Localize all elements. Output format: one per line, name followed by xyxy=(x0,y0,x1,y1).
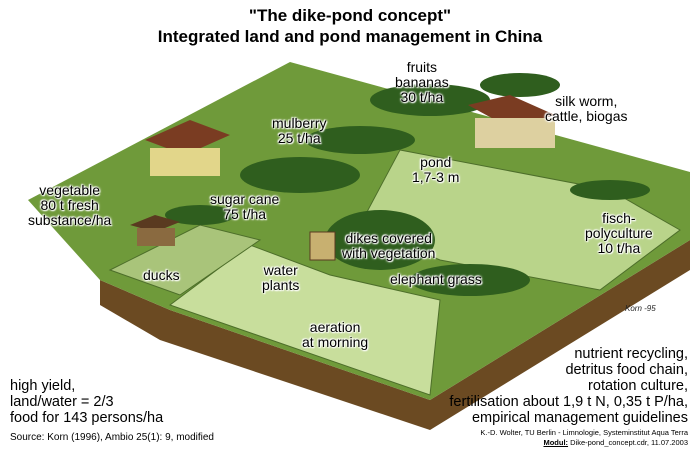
vegetation xyxy=(165,73,650,296)
hut xyxy=(130,215,180,246)
water-pump-hut xyxy=(309,231,336,261)
house-right xyxy=(468,95,555,148)
label-elephant-grass: elephant grass xyxy=(390,271,482,287)
artist-signature: Korn -95 xyxy=(625,304,656,313)
soil-side xyxy=(100,240,690,430)
right-notes: nutrient recycling,detritus food chain,r… xyxy=(449,346,688,426)
credits: K.-D. Wolter, TU Berlin - Limnologie, Sy… xyxy=(480,428,688,447)
title-line-1: "The dike-pond concept" xyxy=(248,6,452,25)
house-left xyxy=(145,120,230,176)
label-silk-worm: silk worm,cattle, biogas xyxy=(545,93,628,124)
title-line-2: Integrated land and pond management in C… xyxy=(157,27,543,46)
label-ducks: ducks xyxy=(143,267,180,283)
source-citation: Source: Korn (1996), Ambio 25(1): 9, mod… xyxy=(10,432,214,443)
